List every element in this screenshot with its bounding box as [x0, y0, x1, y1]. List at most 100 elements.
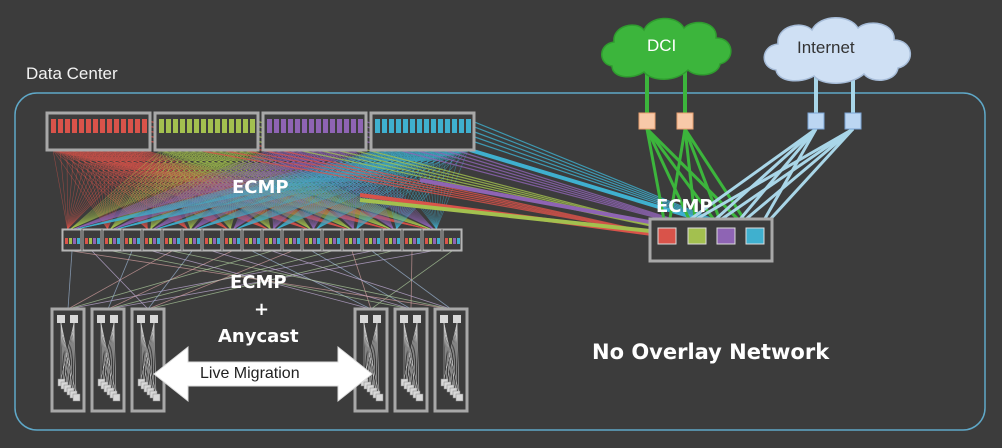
- mesh-link: [70, 149, 176, 230]
- spine-switch: [79, 119, 84, 133]
- leaf-switch-row: [61, 228, 463, 252]
- mesh-link: [67, 149, 131, 230]
- leaf-port: [453, 238, 456, 244]
- spine-switch: [243, 119, 248, 133]
- mesh-link: [181, 149, 191, 230]
- spine-switch: [431, 119, 436, 133]
- mesh-link: [73, 149, 277, 230]
- rack-link: [443, 322, 451, 386]
- tor-switch: [360, 315, 368, 323]
- leaf-port: [409, 238, 412, 244]
- leaf-switch: [402, 229, 422, 251]
- internet-cloud-icon: [763, 17, 911, 84]
- mesh-link: [70, 149, 253, 230]
- mesh-link: [331, 149, 434, 230]
- border-link: [147, 140, 668, 237]
- rack-link: [363, 322, 380, 395]
- dci-edge-router: [638, 112, 656, 130]
- mesh-link: [316, 149, 455, 230]
- leaf-port: [385, 238, 388, 244]
- mesh-link: [338, 149, 394, 230]
- leaf-switch: [82, 229, 102, 251]
- no-overlay-network-label: No Overlay Network: [592, 340, 830, 364]
- spine-switch: [410, 119, 415, 133]
- rack-link: [60, 322, 65, 383]
- leaf-switch: [282, 229, 302, 251]
- leaf-port: [153, 238, 156, 244]
- spine-switch: [72, 119, 77, 133]
- border-link: [471, 120, 756, 237]
- mesh-link: [356, 149, 448, 230]
- spine-switch: [358, 119, 363, 133]
- leaf-port: [93, 238, 96, 244]
- spine-switch: [330, 119, 335, 133]
- mesh-link: [73, 149, 270, 230]
- tor-switch: [57, 315, 65, 323]
- mesh-link: [316, 149, 434, 230]
- spine-switch: [382, 119, 387, 133]
- mesh-link: [70, 149, 204, 230]
- dci-label: DCI: [647, 36, 677, 55]
- border-port: [657, 227, 677, 245]
- rack-link: [140, 322, 154, 392]
- mesh-link: [338, 149, 354, 230]
- live-migration-double-arrow-icon: [153, 345, 373, 403]
- mesh-link: [396, 149, 441, 230]
- rack-uplink: [71, 250, 452, 310]
- leaf-port: [277, 238, 280, 244]
- leaf-port: [449, 238, 452, 244]
- mesh-link: [150, 149, 183, 230]
- mesh-link: [316, 149, 427, 230]
- spine-switch: [215, 119, 220, 133]
- leaf-port: [425, 238, 428, 244]
- live-migration-label: Live Migration: [200, 365, 300, 382]
- spine-switch: [337, 119, 342, 133]
- mesh-link: [316, 149, 462, 230]
- leaf-switch: [442, 229, 462, 251]
- leaf-port: [317, 238, 320, 244]
- mesh-link: [316, 149, 448, 230]
- spine-switch: [459, 119, 464, 133]
- mesh-link: [67, 149, 103, 230]
- rack-link: [153, 322, 157, 395]
- leaf-port: [333, 238, 336, 244]
- mesh-link: [276, 149, 406, 230]
- spine-switch: [396, 119, 401, 133]
- leaf-switch: [162, 229, 182, 251]
- mesh-link: [313, 149, 333, 230]
- leaf-port: [413, 238, 416, 244]
- leaf-port: [233, 238, 236, 244]
- spine-ecmp-label: ECMP: [232, 177, 289, 198]
- mesh-link: [73, 149, 340, 230]
- rack-uplink: [371, 250, 452, 310]
- spine-switch: [201, 119, 206, 133]
- spine-switch: [107, 119, 112, 133]
- mesh-link: [276, 149, 392, 230]
- leaf-port: [429, 238, 432, 244]
- leaf-port: [285, 238, 288, 244]
- tor-switch: [373, 315, 381, 323]
- spine-switch: [281, 119, 286, 133]
- leaf-port: [325, 238, 328, 244]
- mesh-link: [67, 149, 117, 230]
- spine-switch: [173, 119, 178, 133]
- leaf-port: [305, 238, 308, 244]
- leaf-port: [193, 238, 196, 244]
- spine-switch: [288, 119, 293, 133]
- leaf-port: [257, 238, 260, 244]
- rack-uplink: [147, 250, 393, 310]
- leaf-port: [353, 238, 356, 244]
- mesh-link: [338, 149, 434, 230]
- spine-switch: [274, 119, 279, 133]
- mesh-link: [196, 149, 469, 230]
- mesh-link: [73, 149, 305, 230]
- spine-switch: [302, 119, 307, 133]
- mesh-link: [276, 149, 420, 230]
- leaf-switch: [422, 229, 442, 251]
- border-port: [687, 227, 707, 245]
- spine-switch: [159, 119, 164, 133]
- mesh-link: [236, 149, 469, 230]
- tor-switch: [70, 315, 78, 323]
- spine-switch: [222, 119, 227, 133]
